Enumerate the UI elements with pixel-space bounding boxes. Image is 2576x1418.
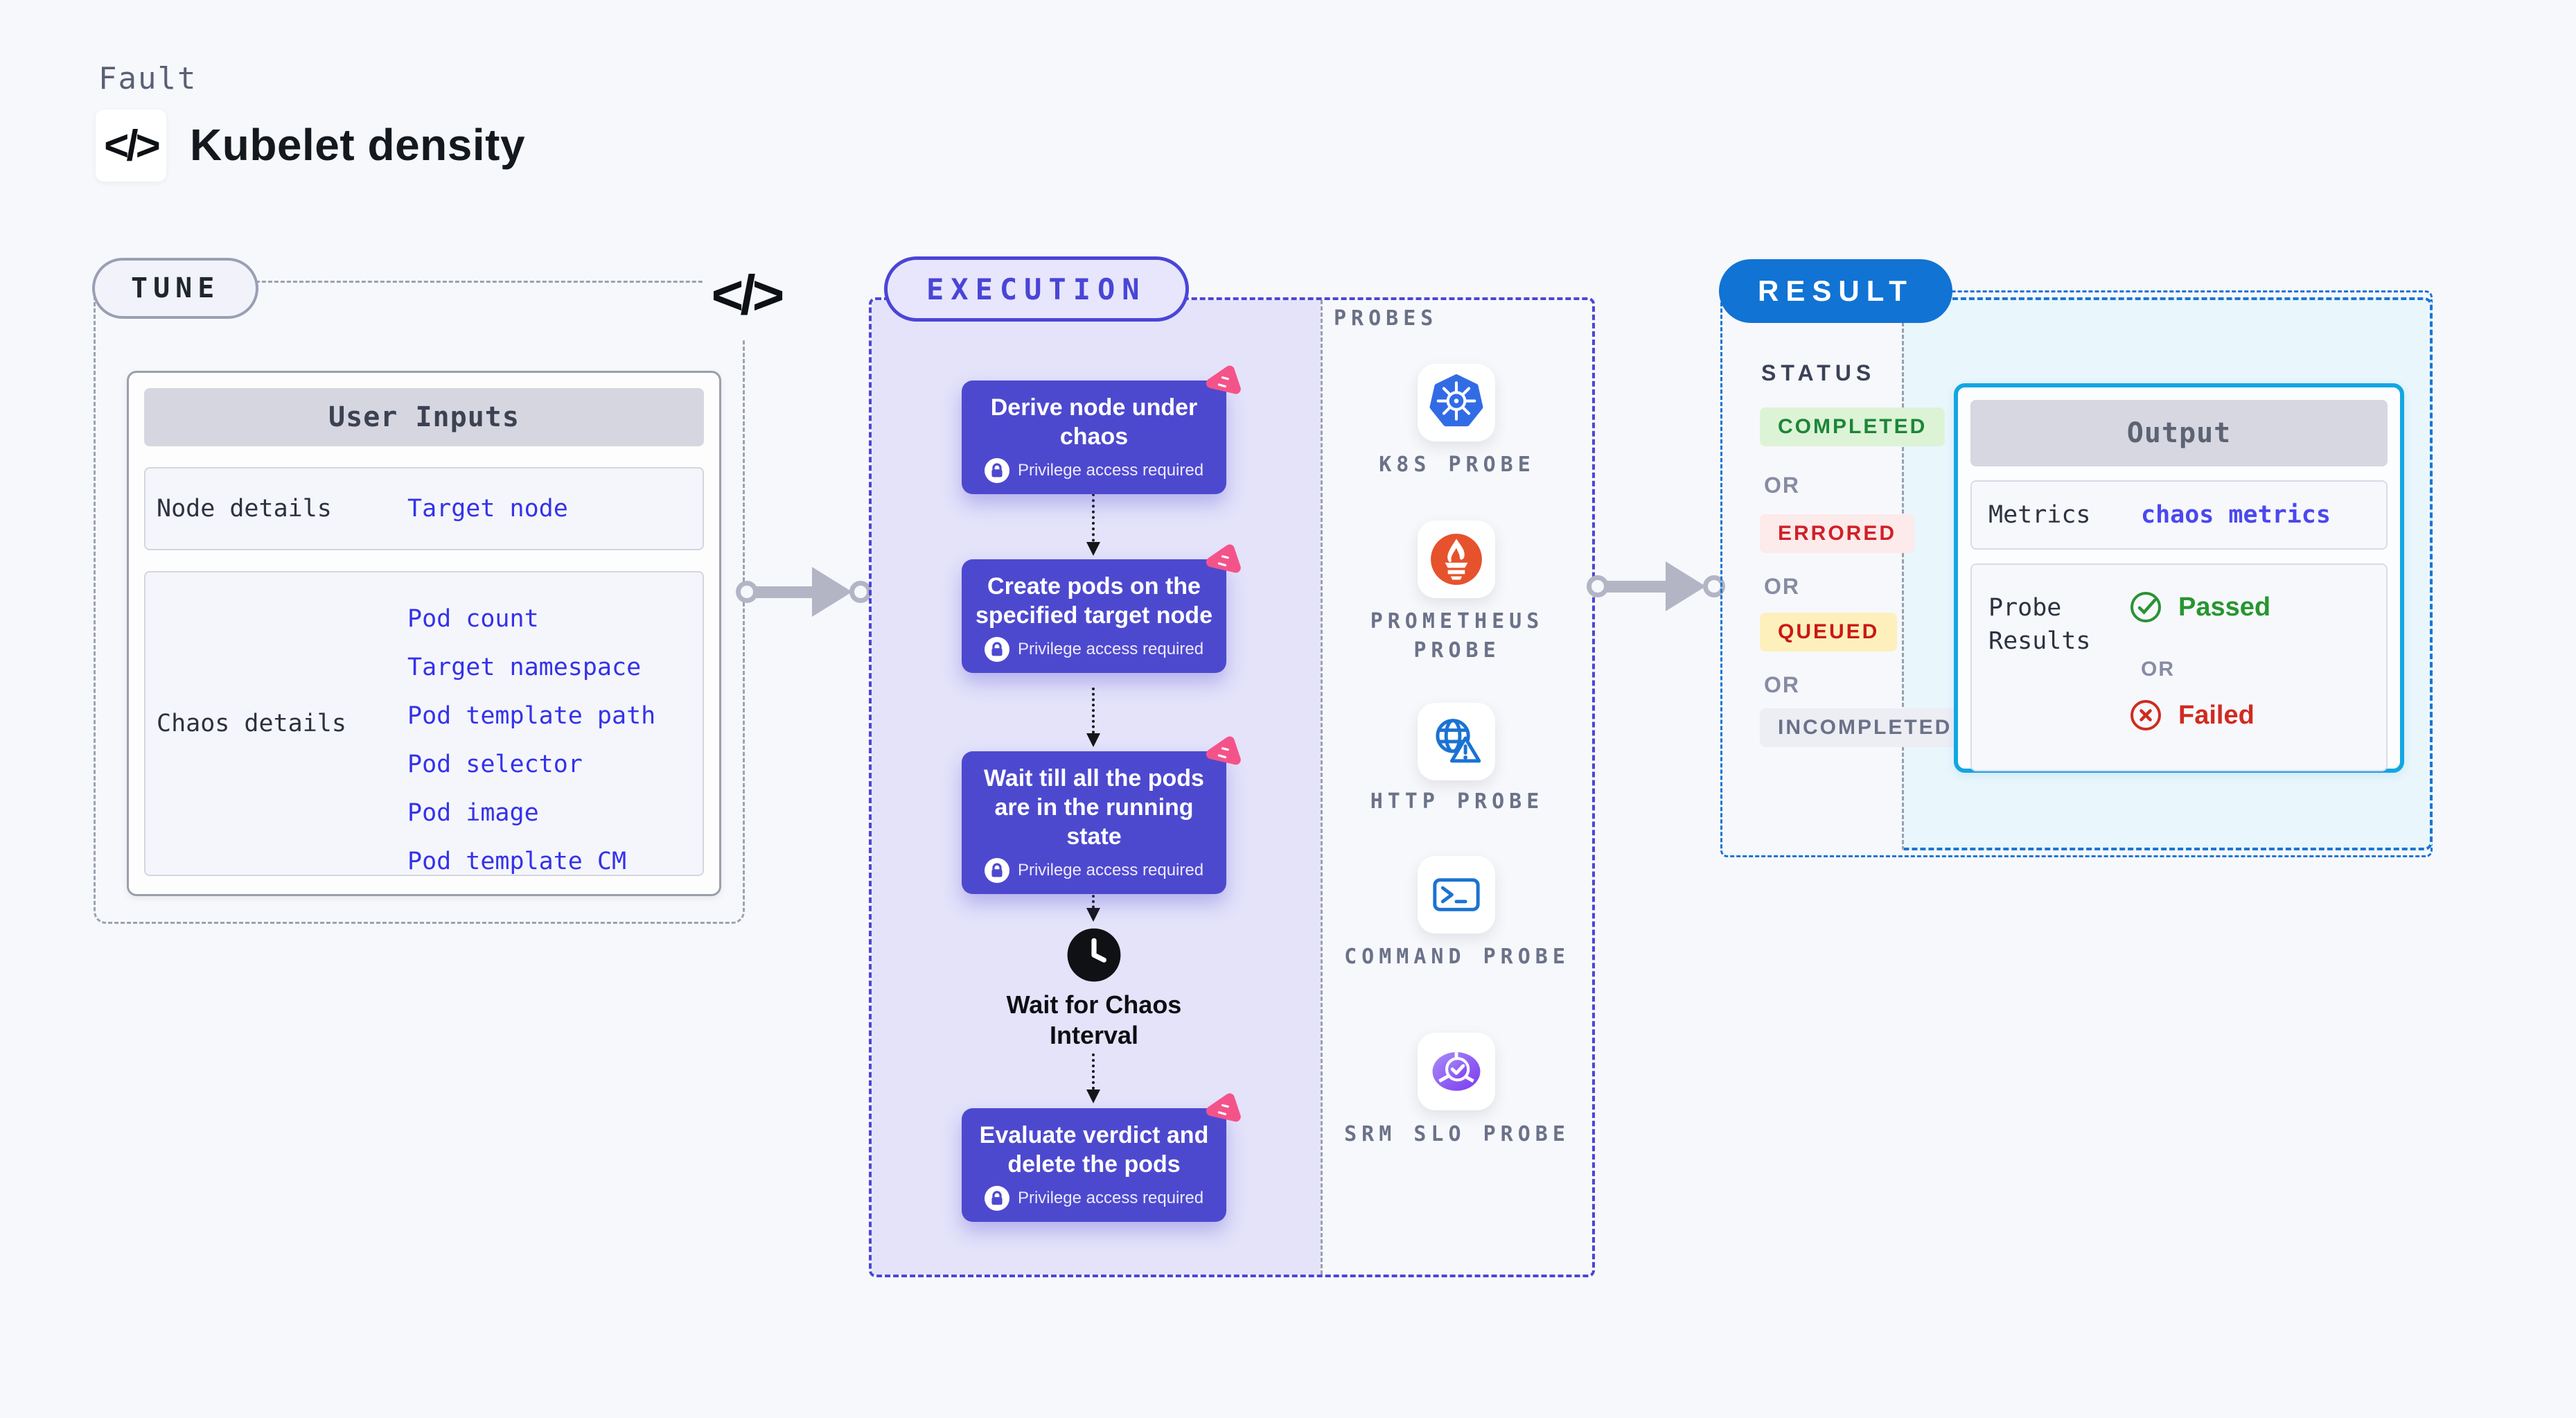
status-badge-queued: QUEUED — [1760, 613, 1898, 651]
command-probe-label: COMMAND PROBE — [1344, 945, 1570, 969]
step-evaluate-verdict: Evaluate verdict and delete the pods Pri… — [962, 1093, 1241, 1222]
litmus-chaos-badge-icon — [1206, 1093, 1241, 1122]
privilege-note: Privilege access required — [1017, 640, 1204, 658]
litmus-chaos-badge-icon — [1206, 544, 1241, 573]
prometheus-probe-item[interactable] — [1418, 520, 1495, 598]
probe-results-label: Probe Results — [1988, 594, 2091, 655]
step-derive-node: Derive node under chaos Privilege access… — [962, 365, 1241, 494]
srm-slo-probe-item[interactable] — [1418, 1033, 1495, 1110]
code-icon: </> — [711, 264, 785, 326]
pod-template-path-link[interactable]: Pod template path — [407, 702, 656, 730]
status-badge-incompleted: INCOMPLETED — [1760, 708, 1970, 747]
chaos-details-row: Chaos details Pod count Target namespace… — [144, 571, 704, 876]
or-separator: OR — [1764, 473, 1800, 498]
step-title: Wait till all the pods are in the runnin… — [984, 765, 1204, 850]
srm-slo-probe-label: SRM SLO PROBE — [1344, 1122, 1570, 1146]
pod-template-cm-link[interactable]: Pod template CM — [407, 848, 627, 875]
step-title: Evaluate verdict and delete the pods — [979, 1122, 1209, 1178]
failed-label: Failed — [2178, 701, 2255, 730]
or-separator: OR — [2141, 658, 2175, 681]
arrow-start-dot — [1587, 575, 1609, 597]
http-probe-item[interactable] — [1418, 703, 1495, 780]
lock-icon — [984, 1186, 1009, 1211]
step-connector — [1086, 493, 1100, 556]
node-details-row: Node details Target node — [144, 467, 704, 550]
slo-gauge-icon — [1432, 1052, 1481, 1091]
step-create-pods: Create pods on the specified target node… — [962, 544, 1241, 673]
step-connector — [1086, 879, 1100, 922]
pod-count-link[interactable]: Pod count — [407, 605, 539, 633]
metrics-label: Metrics — [1988, 501, 2091, 529]
chaos-metrics-link[interactable]: chaos metrics — [2141, 501, 2331, 529]
user-inputs-card: User Inputs Node details Target node Cha… — [127, 371, 721, 896]
pod-selector-link[interactable]: Pod selector — [407, 751, 583, 778]
flow-arrow-execution-to-result — [1587, 561, 1725, 611]
status-badge-errored: ERRORED — [1760, 514, 1915, 553]
privilege-note: Privilege access required — [1017, 461, 1204, 480]
arrow-shaft — [1607, 580, 1668, 593]
or-separator: OR — [1764, 574, 1800, 599]
litmus-chaos-badge-icon — [1206, 736, 1241, 765]
target-node-link[interactable]: Target node — [407, 495, 568, 523]
chaos-details-links: Pod count Target namespace Pod template … — [407, 595, 655, 886]
lock-icon — [984, 637, 1009, 662]
wait-chaos-interval-label: Wait for Chaos Interval — [1006, 990, 1182, 1049]
step-title: Derive node under chaos — [990, 394, 1198, 450]
kubernetes-icon — [1429, 374, 1483, 427]
litmus-chaos-badge-icon — [1206, 365, 1241, 394]
command-probe-item[interactable] — [1418, 856, 1495, 934]
or-separator: OR — [1764, 672, 1800, 697]
lock-icon — [984, 458, 1009, 483]
check-circle-icon — [2131, 592, 2161, 622]
status-title: STATUS — [1761, 360, 1876, 385]
http-probe-label: HTTP PROBE — [1370, 789, 1544, 814]
privilege-note: Privilege access required — [1017, 861, 1204, 879]
code-icon: </> — [104, 121, 161, 170]
passed-label: Passed — [2178, 593, 2271, 622]
arrow-head — [1666, 561, 1706, 611]
step-connector — [1086, 688, 1100, 747]
user-inputs-title: User Inputs — [144, 388, 704, 446]
terminal-icon — [1433, 878, 1480, 911]
prometheus-icon — [1431, 534, 1482, 585]
fault-eyebrow: Fault — [98, 61, 197, 96]
step-title: Create pods on the specified target node — [976, 573, 1212, 629]
arrow-head — [812, 567, 852, 617]
arrow-shaft — [756, 586, 814, 598]
k8s-probe-item[interactable] — [1418, 364, 1495, 441]
step-wait-pods-running: Wait till all the pods are in the runnin… — [962, 736, 1241, 894]
chaos-details-label: Chaos details — [157, 710, 346, 737]
probes-title: PROBES — [1334, 306, 1438, 331]
flow-arrow-tune-to-execution — [736, 567, 872, 617]
x-circle-icon — [2131, 700, 2161, 730]
result-pill: RESULT — [1719, 259, 1952, 323]
arrow-start-dot — [736, 581, 758, 603]
prometheus-probe-label: PROMETHEUS PROBE — [1370, 609, 1544, 663]
probe-results-row: Probe Results Passed OR Failed — [1970, 563, 2388, 771]
k8s-probe-label: K8S PROBE — [1379, 453, 1535, 477]
target-namespace-link[interactable]: Target namespace — [407, 654, 642, 681]
page-title: Kubelet density — [190, 120, 526, 170]
step-connector — [1086, 1053, 1100, 1103]
pod-image-link[interactable]: Pod image — [407, 799, 539, 827]
node-details-label: Node details — [157, 495, 332, 523]
tune-pill: TUNE — [92, 258, 259, 319]
clock-icon — [1067, 928, 1121, 982]
tune-code-corner: </> — [704, 251, 788, 340]
execution-pill: EXECUTION — [884, 256, 1189, 322]
status-badge-completed: COMPLETED — [1760, 408, 1946, 446]
metrics-row: Metrics chaos metrics — [1970, 480, 2388, 550]
fault-code-chip: </> — [96, 110, 166, 182]
output-title: Output — [1970, 400, 2388, 466]
output-card: Output Metrics chaos metrics Probe Resul… — [1954, 383, 2404, 773]
lock-icon — [984, 858, 1009, 883]
globe-alert-icon — [1436, 719, 1481, 763]
execution-probes-divider — [1321, 300, 1323, 1275]
privilege-note: Privilege access required — [1017, 1189, 1204, 1207]
